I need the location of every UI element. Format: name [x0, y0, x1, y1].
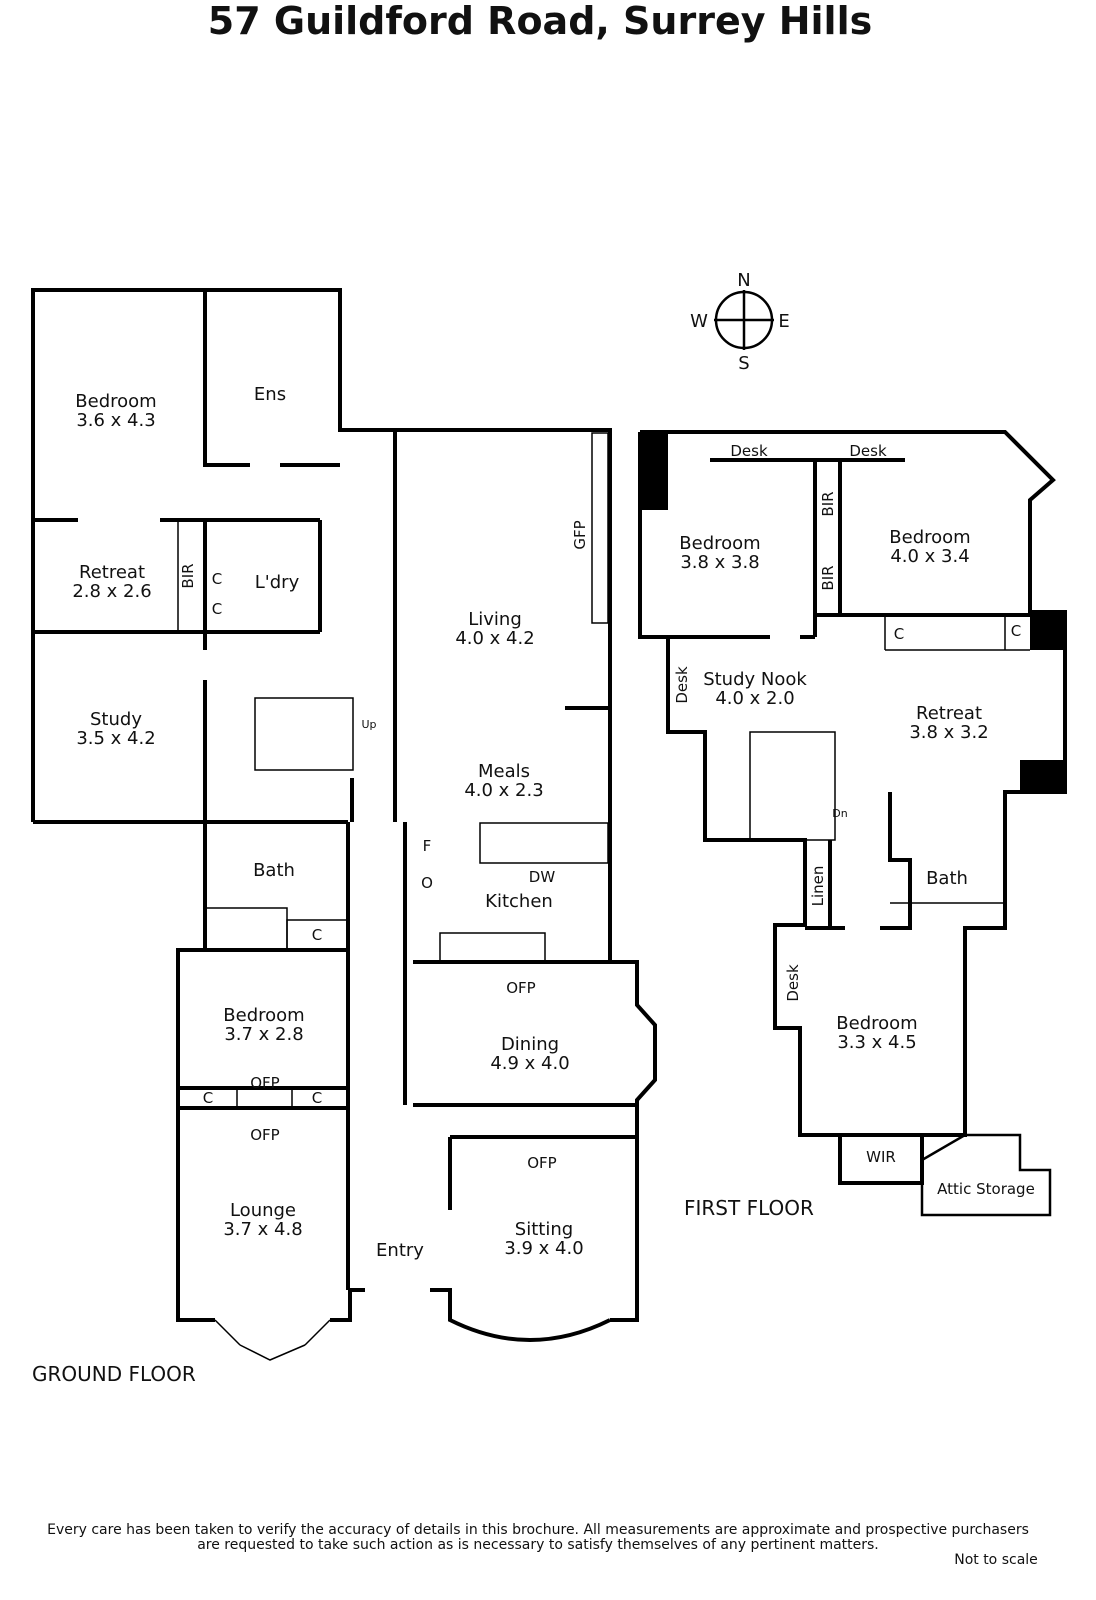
room-name: Retreat: [79, 562, 145, 583]
ground-floor-label: GROUND FLOOR: [32, 1362, 196, 1386]
ground-floor-walls: [31, 288, 657, 1361]
fixture-linen: Linen: [809, 866, 827, 907]
room-name: Attic Storage: [937, 1180, 1035, 1198]
room-size: 4.0 x 2.3: [464, 780, 543, 801]
room-size: 3.8 x 3.2: [909, 722, 988, 743]
disclaimer-line-1: Every care has been taken to verify the …: [47, 1522, 1029, 1538]
room-size: 3.5 x 4.2: [76, 728, 155, 749]
room-name: Living: [468, 609, 522, 630]
compass-e: E: [778, 311, 789, 332]
fixture-dishwasher: DW: [529, 868, 556, 886]
fixture-desk: Desk: [849, 442, 887, 460]
room-name: WIR: [866, 1148, 896, 1166]
fixture-ofp: OFP: [250, 1074, 279, 1092]
room-size: 3.9 x 4.0: [504, 1238, 583, 1259]
room-name: Ens: [254, 384, 286, 405]
room-name: Bedroom: [75, 391, 156, 412]
fixture-oven: O: [421, 874, 433, 892]
stairs-up: Up: [361, 718, 376, 731]
ground-floor-labels: Bedroom 3.6 x 4.3 Ens Retreat 2.8 x 2.6 …: [32, 384, 589, 1386]
scale-note: Not to scale: [954, 1552, 1038, 1568]
room-size: 4.0 x 4.2: [455, 628, 534, 649]
room-name: Bath: [253, 860, 295, 881]
fixture-desk: Desk: [730, 442, 768, 460]
room-name: Bedroom: [836, 1013, 917, 1034]
room-name: Study: [90, 709, 142, 730]
room-size: 4.0 x 2.0: [715, 688, 794, 709]
room-size: 4.9 x 4.0: [490, 1053, 569, 1074]
room-name: Meals: [478, 761, 530, 782]
fixture-bir: BIR: [819, 565, 837, 590]
compass-n: N: [737, 270, 750, 291]
fixture-cupboard: C: [894, 625, 904, 643]
room-name: Bedroom: [223, 1005, 304, 1026]
first-floor-label: FIRST FLOOR: [684, 1196, 814, 1220]
room-name: Bedroom: [679, 533, 760, 554]
fixture-cupboard: C: [212, 600, 222, 618]
room-size: 4.0 x 3.4: [890, 546, 969, 567]
room-size: 3.6 x 4.3: [76, 410, 155, 431]
fixture-fridge: F: [423, 837, 432, 855]
room-name: Dining: [501, 1034, 559, 1055]
room-name: Lounge: [230, 1200, 296, 1221]
fixture-cupboard: C: [203, 1089, 213, 1107]
room-size: 3.7 x 2.8: [224, 1024, 303, 1045]
disclaimer-line-2: are requested to take such action as is …: [197, 1537, 879, 1553]
room-name: Bath: [926, 868, 968, 889]
first-floor-labels: Desk Desk Bedroom 3.8 x 3.8 Bedroom 4.0 …: [673, 442, 1035, 1220]
compass-w: W: [690, 311, 708, 332]
fixture-cupboard: C: [212, 570, 222, 588]
room-name: Retreat: [916, 703, 982, 724]
fixture-bir: BIR: [819, 491, 837, 516]
room-size: 3.7 x 4.8: [223, 1219, 302, 1240]
page-title: 57 Guildford Road, Surrey Hills: [208, 0, 872, 43]
fixture-ofp: OFP: [506, 979, 535, 997]
fixture-ofp: OFP: [527, 1154, 556, 1172]
room-size: 3.3 x 4.5: [837, 1032, 916, 1053]
compass-icon: N S E W: [690, 270, 790, 374]
room-name: Kitchen: [485, 891, 553, 912]
room-name: Study Nook: [703, 669, 807, 690]
room-size: 2.8 x 2.6: [72, 581, 151, 602]
fixture-cupboard: C: [1011, 622, 1021, 640]
fixture-cupboard: C: [312, 926, 322, 944]
room-name: Entry: [376, 1240, 424, 1261]
room-name: Sitting: [515, 1219, 573, 1240]
fixture-desk: Desk: [673, 666, 691, 704]
fixture-bir: BIR: [179, 563, 197, 588]
first-floor-walls: [638, 430, 1067, 1217]
room-size: 3.8 x 3.8: [680, 552, 759, 573]
fixture-desk: Desk: [784, 964, 802, 1002]
fixture-gfp: GFP: [571, 520, 589, 549]
compass-s: S: [738, 353, 749, 374]
fixture-ofp: OFP: [250, 1126, 279, 1144]
room-name: Bedroom: [889, 527, 970, 548]
stairs-down: Dn: [832, 807, 847, 820]
room-name: L'dry: [255, 572, 300, 593]
fixture-cupboard: C: [312, 1089, 322, 1107]
